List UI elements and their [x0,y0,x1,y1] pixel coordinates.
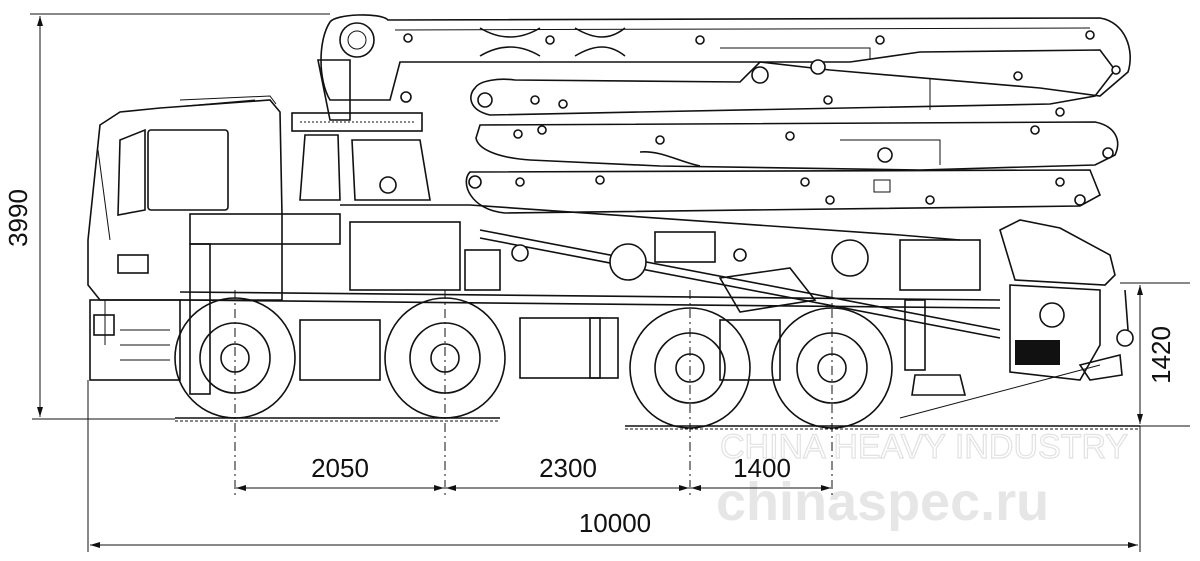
dim-wheelbase-1-label: 2050 [311,453,369,483]
cab [87,95,283,381]
watermark-site: chinaspec.ru [716,472,1049,532]
dimension-lines [30,13,1190,552]
dim-overall-length-label: 10000 [579,508,651,538]
boom-assembly [291,14,1131,214]
axle-centerlines [234,290,833,495]
dim-wheelbase-3-label: 1400 [733,453,791,483]
watermark-faint-text: CHINA HEAVY INDUSTRY [720,428,1128,466]
concrete-pump [899,219,1134,419]
watermark: CHINA HEAVY INDUSTRY chinaspec.ru [716,427,1129,532]
dim-total-height-label: 3990 [3,189,33,247]
chassis [179,204,1001,395]
dim-wheelbase-2-label: 2300 [539,453,597,483]
dim-rear-height-label: 1420 [1146,326,1176,384]
